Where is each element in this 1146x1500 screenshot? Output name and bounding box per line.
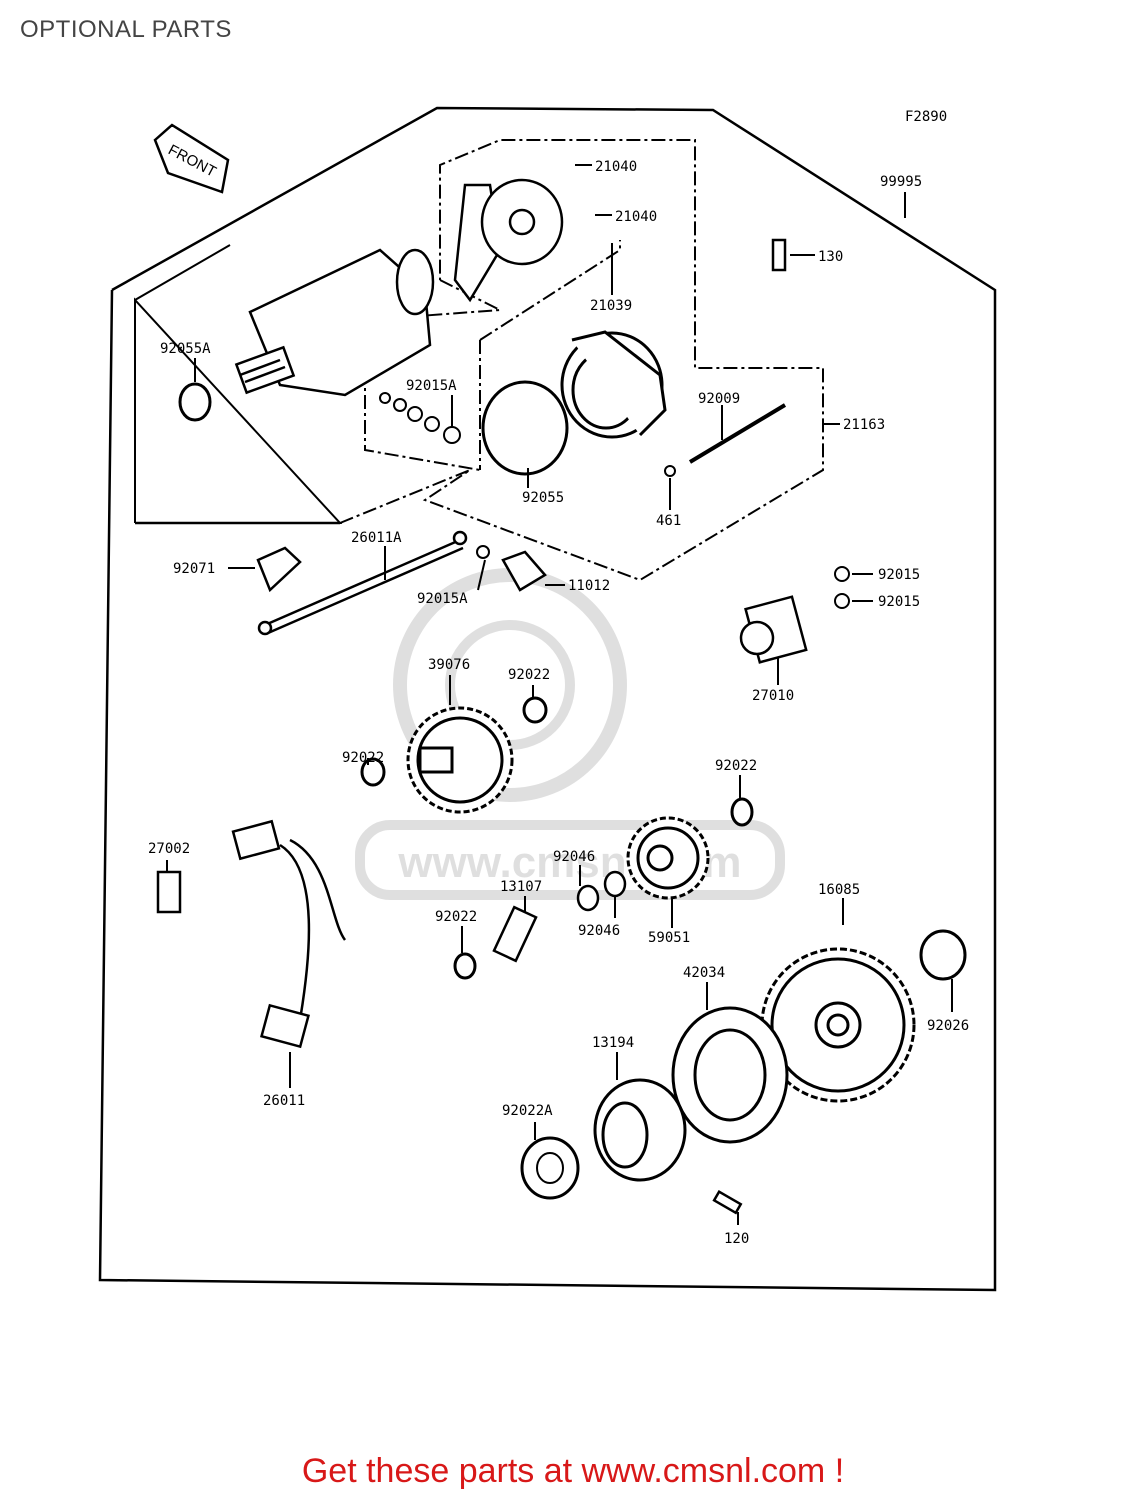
part-label: 92022 <box>508 667 550 683</box>
shop-link[interactable]: Get these parts at www.cmsnl.com ! <box>301 1452 845 1490</box>
washer-92022-icon <box>522 696 548 724</box>
starter-motor-icon <box>234 248 435 397</box>
motor-housing-icon <box>560 330 667 439</box>
front-arrow-icon: FRONT <box>153 123 230 194</box>
part-label: 92015A <box>417 591 468 607</box>
clutch-42034-icon <box>671 1006 789 1144</box>
part-label: 461 <box>656 513 681 529</box>
switch-27002-icon <box>156 870 182 914</box>
part-label: 21039 <box>590 298 632 314</box>
ref-code: F2890 <box>905 109 947 125</box>
part-label: 11012 <box>568 578 610 594</box>
part-label: 120 <box>724 1231 749 1247</box>
part-label: 42034 <box>683 965 725 981</box>
part-label: 92015 <box>878 594 920 610</box>
part-label: 13107 <box>500 879 542 895</box>
o-ring-92055-icon <box>481 380 569 476</box>
part-label: 92022 <box>342 750 384 766</box>
part-label: 92015A <box>406 378 457 394</box>
part-label: 92055 <box>522 490 564 506</box>
part-label: 130 <box>818 249 843 265</box>
page-title: OPTIONAL PARTS <box>20 16 232 43</box>
washer-92022d-icon <box>453 952 477 980</box>
bearing-92046-icon <box>576 884 600 912</box>
part-label: 21040 <box>595 159 637 175</box>
cap-92071-icon <box>256 546 302 593</box>
part-label: 92055A <box>160 341 211 357</box>
bolt-92009-icon <box>688 403 787 464</box>
ring-92026-icon <box>919 929 967 981</box>
washer-92022c-icon <box>730 797 754 827</box>
part-label: 21163 <box>843 417 885 433</box>
gear-59051-icon <box>626 816 710 900</box>
gear-13194-icon <box>593 1078 687 1182</box>
sprocket-16085-icon <box>760 947 916 1103</box>
washer-92022a-icon <box>520 1136 580 1200</box>
cable-26011a-icon <box>257 530 468 636</box>
part-label: 92009 <box>698 391 740 407</box>
nut-92015-icon <box>834 566 850 582</box>
part-label: 92022 <box>715 758 757 774</box>
bolt-130-icon <box>771 238 787 272</box>
part-label: 13194 <box>592 1035 634 1051</box>
part-label: 16085 <box>818 882 860 898</box>
part-label: 92022A <box>502 1103 553 1119</box>
part-label: 39076 <box>428 657 470 673</box>
washer-set-icon <box>379 392 461 444</box>
cap-11012-icon <box>501 550 547 592</box>
part-label: 92015 <box>878 567 920 583</box>
nut-92015a-icon <box>476 545 490 559</box>
bolt-120-icon <box>712 1189 743 1215</box>
part-label: 99995 <box>880 174 922 190</box>
part-label: 92026 <box>927 1018 969 1034</box>
harness-26011-icon <box>231 819 347 1049</box>
relay-27010-icon <box>739 595 808 664</box>
part-label: 26011 <box>263 1093 305 1109</box>
part-label: 92071 <box>173 561 215 577</box>
part-label: 27002 <box>148 841 190 857</box>
o-ring-92055a-icon <box>178 382 212 422</box>
washer-92022b-icon <box>360 757 386 787</box>
part-label: 92046 <box>578 923 620 939</box>
shaft-13107-icon <box>492 905 538 963</box>
part-label: 92022 <box>435 909 477 925</box>
part-label: 27010 <box>752 688 794 704</box>
part-label: 92046 <box>553 849 595 865</box>
part-label: 26011A <box>351 530 402 546</box>
brush-plate-icon <box>453 178 564 303</box>
gear-39076-icon <box>406 706 514 814</box>
nut-92015b-icon <box>834 593 850 609</box>
part-label: 21040 <box>615 209 657 225</box>
part-label: 59051 <box>648 930 690 946</box>
bearing-92046b-icon <box>603 870 627 898</box>
washer-461-icon <box>664 465 676 477</box>
